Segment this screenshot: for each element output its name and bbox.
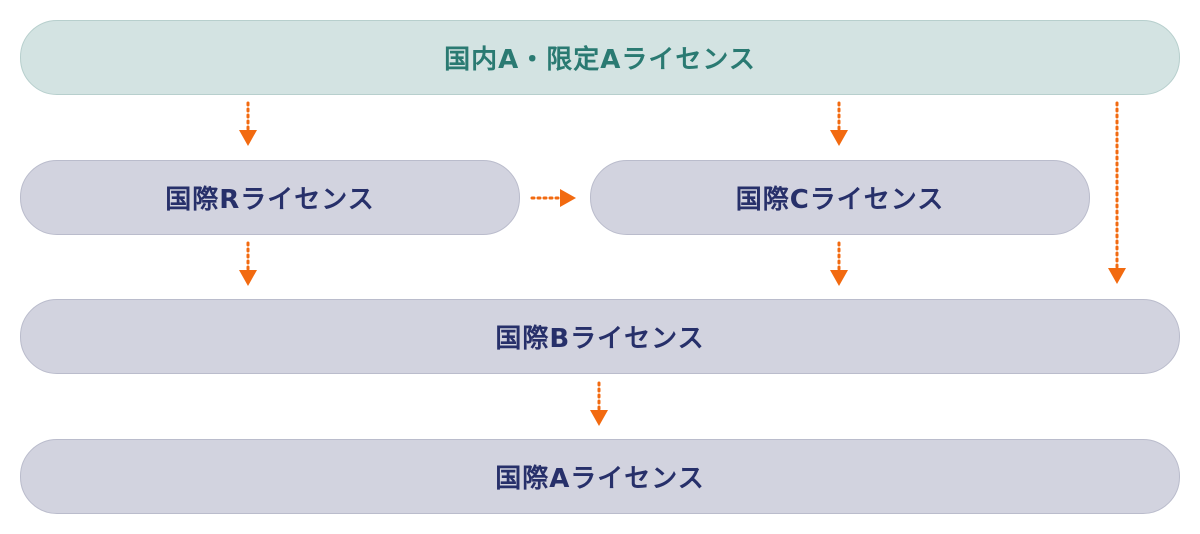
arrow-domestic-to-c	[830, 101, 848, 146]
international-b-license-box: 国際Bライセンス	[20, 299, 1180, 374]
international-a-license-box: 国際Aライセンス	[20, 439, 1180, 514]
domestic-limited-a-license-box: 国内A・限定Aライセンス	[20, 20, 1180, 95]
international-b-license-label: 国際Bライセンス	[495, 324, 705, 354]
arrow-domestic-to-r	[239, 101, 257, 146]
arrow-r-to-c	[530, 189, 576, 207]
arrow-c-to-b	[830, 241, 848, 286]
international-r-license-box: 国際Rライセンス	[20, 160, 520, 235]
international-c-license-box: 国際Cライセンス	[590, 160, 1090, 235]
international-c-license-label: 国際Cライセンス	[735, 185, 945, 215]
arrow-r-to-b	[239, 241, 257, 286]
international-r-license-label: 国際Rライセンス	[165, 185, 375, 215]
international-a-license-label: 国際Aライセンス	[495, 464, 705, 494]
arrow-b-to-a	[590, 381, 608, 426]
arrow-domestic-to-b	[1108, 101, 1126, 284]
domestic-limited-a-license-label: 国内A・限定Aライセンス	[444, 45, 756, 75]
